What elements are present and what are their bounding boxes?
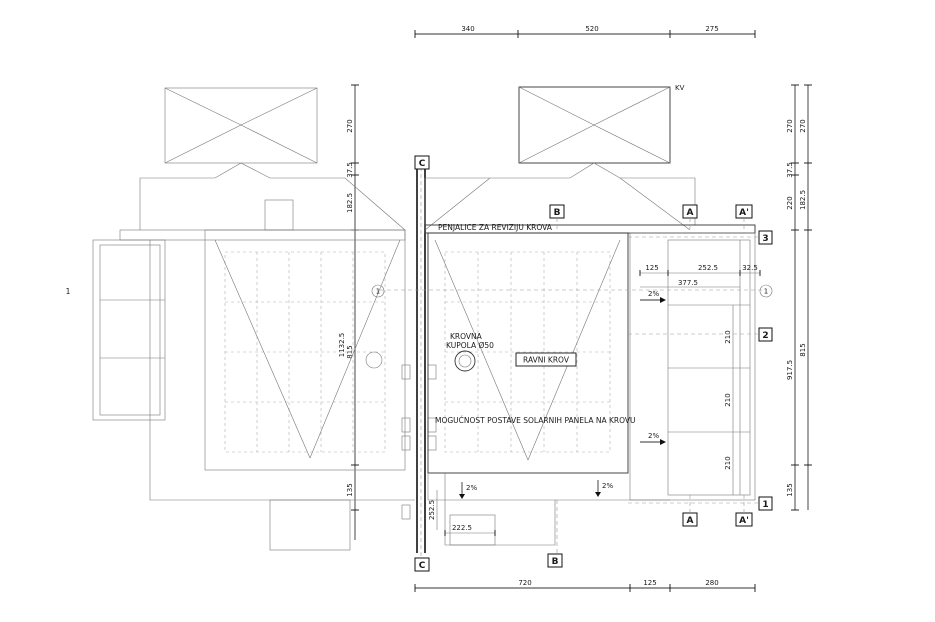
dim-rb-377-5: 377.5: [678, 279, 698, 287]
right-block-dimensions: 125 252.5 32.5 377.5 210 210 210: [639, 264, 761, 495]
axis-marker-a-prime-bottom: A': [735, 512, 753, 527]
axis-marker-b-top: B: [549, 204, 565, 219]
slope-label-bottom-left: 2%: [466, 484, 477, 492]
solar-panels-label: MOGUĆNOST POSTAVE SOLARNIH PANELA NA KRO…: [435, 416, 635, 425]
axis-marker-1: 1: [758, 496, 773, 511]
margin-mark: 1: [66, 287, 71, 296]
axis-marker-3: 3: [758, 230, 773, 245]
right-dimension-chains: 270 37.5 220 917.5 135 270 182.5 815: [786, 84, 812, 511]
slope-label-right: 2%: [648, 432, 659, 440]
section-marker-right: 1: [764, 288, 768, 296]
bottom-inner-dimensions: 252.5 222.5: [428, 490, 496, 536]
svg-text:A': A': [739, 208, 749, 218]
axis-marker-a-bottom: A: [682, 512, 698, 527]
dim-left-182-5: 182.5: [346, 193, 354, 213]
axis-marker-c-bottom: C: [414, 557, 430, 572]
vent-label: KV: [675, 84, 685, 92]
slope-indicator-bottom-right: 2%: [595, 480, 613, 497]
dim-right-inner-270: 270: [799, 119, 807, 132]
svg-text:C: C: [419, 561, 426, 571]
axis-marker-a-prime-top: A': [735, 204, 753, 219]
roof-dome: [454, 350, 476, 372]
axis-c-wall: [401, 160, 437, 558]
svg-text:A: A: [687, 516, 694, 526]
slope-indicator-right: 2%: [640, 432, 666, 445]
ladder-label: PENJALICE ZA REVIZIJU KROVA: [438, 223, 553, 232]
dim-left-815: 815: [346, 345, 354, 358]
dim-right-inner-815: 815: [799, 343, 807, 356]
slope-indicator-upper: 2%: [640, 290, 666, 303]
top-dimension-chain: 340 520 275: [414, 25, 756, 38]
dim-rb-210-c: 210: [724, 456, 732, 469]
dim-top-520: 520: [585, 25, 598, 33]
main-solar-grid: [444, 251, 611, 453]
main-building: KV 1: [380, 84, 773, 546]
dome-label-line1: KROVNA: [450, 332, 483, 341]
svg-text:B: B: [552, 557, 559, 567]
dim-bi-252-5: 252.5: [428, 500, 436, 520]
dim-bottom-125: 125: [643, 579, 656, 587]
dim-left-135: 135: [346, 483, 354, 496]
svg-text:1: 1: [762, 500, 768, 510]
dim-left-1132-5: 1132.5: [338, 333, 346, 358]
dim-rb-252-5: 252.5: [698, 264, 718, 272]
svg-text:2: 2: [762, 331, 768, 341]
dim-rb-32-5: 32.5: [742, 264, 758, 272]
dome-label-line2: KUPOLA Ø50: [446, 341, 494, 350]
bottom-dimension-chain: 720 125 280: [414, 579, 756, 592]
axis-marker-2: 2: [758, 327, 773, 342]
svg-text:C: C: [419, 159, 426, 169]
axis-gridlines: [556, 218, 759, 554]
dim-right-inner-182-5: 182.5: [799, 190, 807, 210]
flat-roof-tag: RAVNI KROV: [515, 352, 577, 367]
axis-marker-c-top: C: [414, 155, 430, 170]
dim-bottom-280: 280: [705, 579, 718, 587]
left-solar-grid: [224, 251, 386, 453]
svg-text:A: A: [687, 208, 694, 218]
dim-bi-222-5: 222.5: [452, 524, 472, 532]
dim-top-275: 275: [705, 25, 718, 33]
svg-text:A': A': [739, 516, 749, 526]
dim-bottom-720: 720: [518, 579, 531, 587]
dim-right-37-5: 37.5: [786, 162, 794, 178]
slope-indicator-bottom-left: 2%: [459, 482, 477, 499]
section-marker-left: 1: [376, 288, 380, 296]
left-building: 1 1: [66, 87, 415, 551]
dim-rb-210-b: 210: [724, 393, 732, 406]
dim-top-340: 340: [461, 25, 474, 33]
axis-marker-a-top: A: [682, 204, 698, 219]
dim-rb-210-a: 210: [724, 330, 732, 343]
axis-marker-b-bottom: B: [547, 553, 563, 568]
svg-text:B: B: [554, 208, 561, 218]
flat-roof-label: RAVNI KROV: [523, 356, 570, 365]
dim-right-917-5: 917.5: [786, 360, 794, 380]
svg-text:3: 3: [762, 234, 768, 244]
slope-label-upper: 2%: [648, 290, 659, 298]
dim-rb-125: 125: [645, 264, 658, 272]
slope-label-bottom-right: 2%: [602, 482, 613, 490]
dim-right-220: 220: [786, 196, 794, 209]
left-dimension-chain: 270 37.5 182.5 1132.5 815 135: [338, 84, 359, 540]
dim-left-270: 270: [346, 119, 354, 132]
dim-left-37-5: 37.5: [346, 162, 354, 178]
dim-right-135: 135: [786, 483, 794, 496]
dim-right-270: 270: [786, 119, 794, 132]
